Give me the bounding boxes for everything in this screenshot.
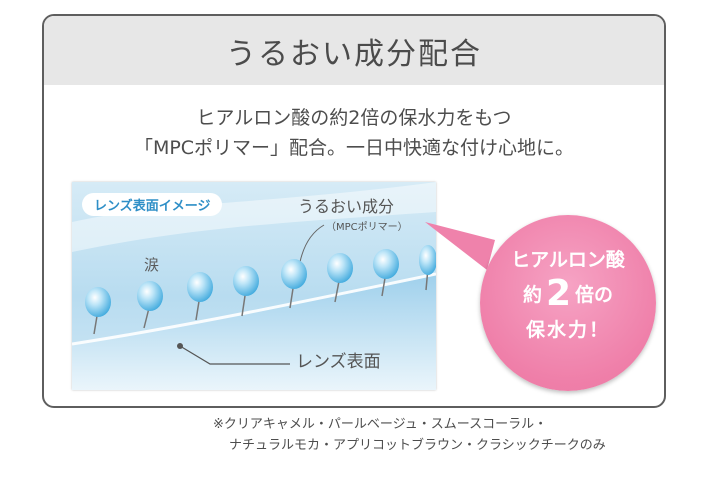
lens-body <box>72 274 436 390</box>
card-header: うるおい成分配合 <box>44 16 664 85</box>
callout-line-3: 保水力！ <box>525 319 610 341</box>
molecule <box>233 266 259 296</box>
molecule <box>187 272 213 302</box>
lens-leader-dot <box>177 343 183 349</box>
molecule <box>137 281 163 311</box>
callout-times: 倍の <box>575 284 614 306</box>
molecule <box>327 253 353 283</box>
page-title: うるおい成分配合 <box>226 36 482 72</box>
description-line-2: 「MPCポリマー」配合。一日中快適な付け心地に。 <box>133 137 575 159</box>
description: ヒアルロン酸の約2倍の保水力をもつ 「MPCポリマー」配合。一日中快適な付け心地… <box>44 103 664 163</box>
callout-line-1: ヒアルロン酸 <box>511 249 625 271</box>
lens-leader-line <box>179 345 290 365</box>
callout-number: 2 <box>545 273 572 314</box>
moisture-component-label: うるおい成分 <box>298 197 395 216</box>
callout-tail <box>425 222 495 270</box>
callout-approx: 約 <box>522 284 542 306</box>
molecule <box>85 287 111 317</box>
lens-surface-diagram: レンズ表面イメージ 涙 うるおい成分 （MPCポリマー） レンズ表面 <box>72 182 436 390</box>
footnote-line-1: ※クリアキャメル・パールベージュ・スムースコーラル・ <box>213 417 548 432</box>
diagram-badge: レンズ表面イメージ <box>82 193 223 216</box>
light-swoosh <box>72 182 436 252</box>
tear-label: 涙 <box>144 256 160 274</box>
molecule <box>419 245 436 275</box>
diagram-illustration <box>72 182 436 390</box>
lens-surface-label: レンズ表面 <box>296 352 381 372</box>
footnote-line-2: ナチュラルモカ・アプリコットブラウン・クラシックチークのみ <box>229 438 606 453</box>
molecule <box>281 259 307 289</box>
molecules <box>85 245 436 335</box>
mpc-polymer-label: （MPCポリマー） <box>326 222 408 233</box>
footnote: ※クリアキャメル・パールベージュ・スムースコーラル・ ナチュラルモカ・アプリコッ… <box>213 414 606 456</box>
molecule <box>373 249 399 279</box>
description-line-1: ヒアルロン酸の約2倍の保水力をもつ <box>196 107 512 129</box>
lens-edge <box>72 272 436 346</box>
moisture-leader-line <box>299 224 325 263</box>
